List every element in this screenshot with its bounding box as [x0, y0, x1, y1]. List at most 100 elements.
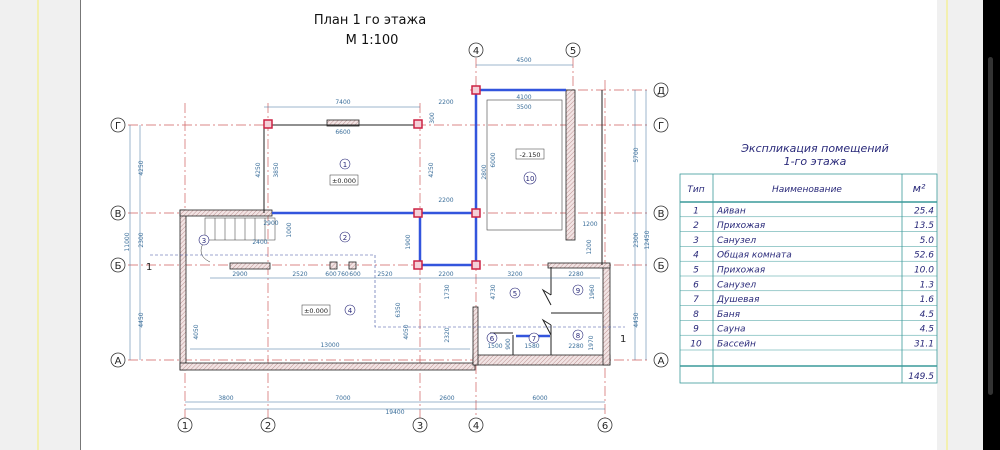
room-number-1: 1	[343, 161, 347, 169]
level-mark: ±0.000	[332, 177, 356, 185]
dimension-label: 1970	[588, 335, 595, 350]
axis-label-b-right: Б	[658, 261, 665, 272]
axis-markers	[110, 42, 669, 433]
dimension-label: 6000	[532, 395, 547, 402]
dimension-label: 4050	[193, 324, 200, 339]
table-cell-num: 7	[693, 295, 699, 305]
dimension-label: 4500	[516, 57, 531, 64]
table-cell-area: 25.4	[914, 206, 934, 216]
dimension-label: 1900	[405, 234, 412, 249]
explication-table-grid	[679, 173, 938, 384]
section-mark-left: 1	[146, 262, 152, 273]
dimension-label: 600	[325, 271, 337, 278]
table-cell-area: 4.5	[920, 325, 935, 335]
dimension-label: 2600	[439, 395, 454, 402]
right-margin	[937, 0, 983, 450]
axis-label-a: А	[115, 356, 122, 367]
section-mark-right: 1	[620, 334, 626, 345]
table-cell-name: Сауна	[717, 325, 746, 335]
table-cell-name: Бассейн	[717, 340, 756, 350]
table-header-name: Наименование	[772, 185, 842, 195]
dimension-label: 4100	[516, 94, 531, 101]
table-cell-num: 5	[693, 266, 699, 276]
table-cell-area: 5.0	[920, 236, 935, 246]
room-number-3: 3	[202, 237, 206, 245]
axis-label-g: Г	[115, 121, 121, 132]
table-cell-name: Прихожая	[717, 266, 766, 276]
scrollbar-thumb[interactable]	[988, 57, 993, 395]
dimension-label: 2280	[568, 343, 583, 350]
dimension-label: 2320	[444, 327, 451, 342]
table-row: 10 Бассейн 31.1	[690, 340, 934, 350]
table-cell-num: 8	[693, 310, 699, 320]
table-cell-num: 1	[693, 206, 699, 216]
table-cell-name: Санузел	[717, 236, 756, 246]
dimension-label: 4450	[633, 312, 640, 327]
dimension-label: 2900	[263, 220, 278, 227]
room-number-8: 8	[576, 332, 580, 340]
dimension-label: 4250	[138, 160, 145, 175]
axis-label-6: 6	[602, 421, 608, 432]
room-markers	[198, 158, 584, 344]
room-number-2: 2	[343, 234, 347, 242]
table-cell-area: 13.5	[914, 221, 934, 231]
dimension-label: 3850	[273, 162, 280, 177]
axis-label-3: 3	[417, 421, 423, 432]
dimension-label: 2200	[438, 271, 453, 278]
table-cell-name: Баня	[717, 310, 741, 320]
columns	[263, 85, 481, 270]
dimension-label: 2300	[633, 232, 640, 247]
glazing	[272, 88, 566, 338]
table-total: 149.5	[908, 372, 934, 382]
level-mark: -2.150	[520, 151, 541, 159]
dimension-label: 4250	[428, 162, 435, 177]
axis-label-5-top: 5	[570, 46, 576, 57]
dimension-label: 5700	[633, 147, 640, 162]
dimension-label: 4730	[490, 284, 497, 299]
dimension-label: 4250	[255, 162, 262, 177]
room-number-5: 5	[513, 290, 517, 298]
plan-scale: М 1:100	[346, 33, 399, 48]
table-cell-area: 1.6	[920, 295, 935, 305]
dimension-label: 4450	[138, 312, 145, 327]
axis-label-v-right: В	[658, 209, 665, 220]
dimension-label: 6350	[395, 302, 402, 317]
dimension-label: 6600	[335, 129, 350, 136]
dimension-lines	[129, 64, 647, 410]
table-cell-num: 9	[693, 325, 699, 335]
document-page	[80, 0, 938, 450]
table-cell-num: 10	[690, 340, 702, 350]
dimension-label: 11000	[124, 232, 131, 251]
explication-title: Экспликация помещений	[740, 142, 889, 155]
dimension-label: 3800	[218, 395, 233, 402]
dimension-label: 300	[429, 112, 436, 124]
explication-subtitle: 1-го этажа	[784, 155, 847, 168]
table-cell-area: 4.5	[920, 310, 935, 320]
dimension-label: 2200	[438, 197, 453, 204]
axis-label-1: 1	[182, 421, 188, 432]
table-cell-name: Общая комната	[717, 251, 792, 261]
dimension-label: 1960	[589, 284, 596, 299]
axis-label-2: 2	[265, 421, 271, 432]
table-row: 9 Сауна 4.5	[693, 325, 934, 335]
dimension-label: 19400	[385, 409, 404, 416]
table-header-num: Тип	[687, 185, 704, 195]
table-cell-area: 31.1	[914, 340, 934, 350]
axis-label-g-right: Г	[658, 121, 664, 132]
walls	[179, 89, 611, 371]
dimension-label: 1580	[524, 343, 539, 350]
dimension-label: 3500	[516, 104, 531, 111]
dimension-label: 600	[349, 271, 361, 278]
dimension-label: 2200	[438, 99, 453, 106]
axis-label-v: В	[115, 209, 122, 220]
dimension-label: 1200	[586, 239, 593, 254]
level-boxes	[301, 148, 545, 316]
table-cell-name: Прихожая	[717, 221, 766, 231]
table-cell-area: 52.6	[914, 251, 934, 261]
table-row: 8 Баня 4.5	[693, 310, 934, 320]
dimension-label: 12450	[644, 230, 651, 249]
